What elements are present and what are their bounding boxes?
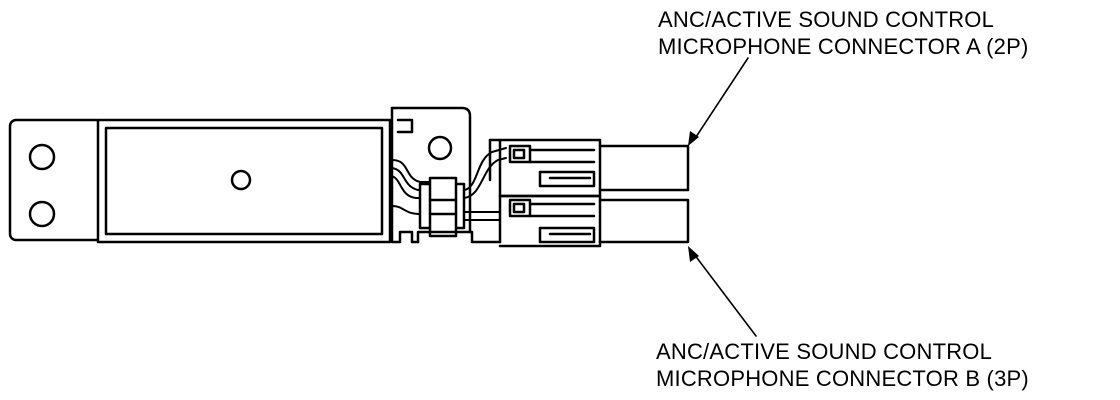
- callout-a-line2: MICROPHONE CONNECTOR A (2P): [658, 34, 1029, 59]
- callout-a-line1: ANC/ACTIVE SOUND CONTROL: [658, 7, 995, 32]
- connector-a-2p: [498, 138, 690, 198]
- arrowhead-b: [688, 246, 699, 262]
- arrowhead-a: [688, 131, 699, 146]
- callout-connector-b: ANC/ACTIVE SOUND CONTROL MICROPHONE CONN…: [656, 338, 1029, 392]
- callout-b-line1: ANC/ACTIVE SOUND CONTROL: [656, 339, 993, 364]
- mounting-hole-top: [28, 143, 56, 171]
- callout-b-line2: MICROPHONE CONNECTOR B (3P): [656, 366, 1029, 391]
- mounting-hole-bottom: [28, 200, 56, 228]
- wire-clamp: [418, 176, 466, 238]
- leader-line-b: [688, 246, 757, 337]
- mounting-bracket: [8, 118, 104, 242]
- leader-line-a: [688, 57, 749, 146]
- callout-connector-a: ANC/ACTIVE SOUND CONTROL MICROPHONE CONN…: [658, 6, 1028, 60]
- housing-clip: [390, 106, 472, 244]
- connector-b-3p: [498, 194, 690, 248]
- clip-hole: [427, 135, 453, 161]
- microphone-port: [230, 169, 252, 191]
- microphone-housing: [96, 118, 392, 244]
